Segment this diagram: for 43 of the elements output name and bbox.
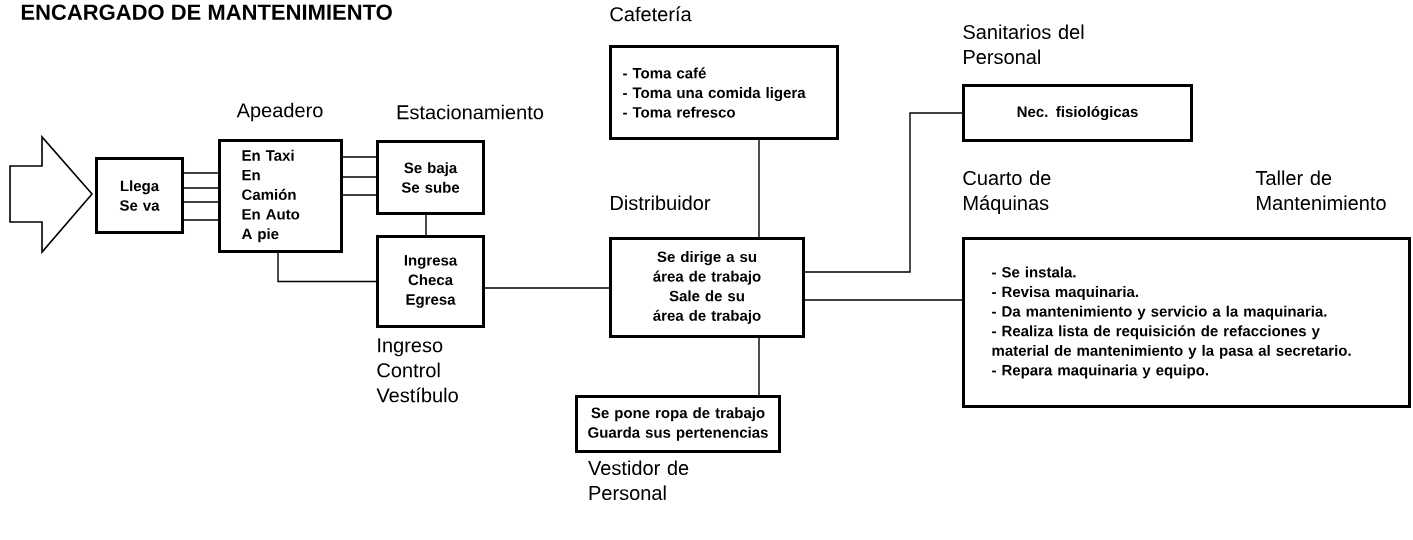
activity-box: Se baja Se sube [376, 140, 485, 215]
connector-line [183, 187, 219, 189]
block-arrow [9, 134, 94, 255]
activity-box: - Toma café - Toma una comida ligera - Toma refresco [609, 45, 839, 140]
node-label: - Revisa maquinaria. [992, 286, 1139, 301]
connector-line [758, 337, 760, 396]
room-label: Vestidor de Personal [588, 460, 689, 501]
activity-box: Llega Se va [95, 157, 184, 234]
activity-box: Nec. fisiológicas [962, 84, 1193, 142]
room-label: Sanitarios del Personal [963, 24, 1084, 65]
node-label: - Da mantenimiento y servicio a la maquinaria. [992, 305, 1327, 320]
activity-box: En Taxi En Camión En Auto A pie [218, 139, 343, 253]
room-label: Estacionamiento [397, 104, 544, 120]
room-label: Cafetería [610, 6, 692, 22]
activity-box: - Se instala. - Revisa maquinaria. - Da mantenimiento y servicio a la maquinaria. - Realiza lista de requisición de refacciones y material de mantenimiento y la pasa al secretario. - Repara maquinaria y equipo. [962, 237, 1411, 408]
node-label: - Realiza lista de requisición de refacciones y material de mantenimiento y la pasa al secretario. [992, 325, 1351, 359]
room-label: Ingreso Control Vestíbulo [376, 338, 458, 403]
node-label: A pie [241, 228, 279, 243]
connector-line [342, 176, 377, 178]
connector-line [277, 252, 377, 283]
node-label: - Se instala. [992, 266, 1076, 278]
room-label: Cuarto de Máquinas [963, 170, 1051, 214]
activity-box: Se dirige a su área de trabajo Sale de su área de trabajo [609, 237, 805, 338]
connector-line [342, 194, 377, 196]
room-label: Apeadero [236, 102, 323, 122]
connector-line [804, 299, 963, 301]
connector-line [425, 214, 427, 236]
connector-line [758, 139, 760, 238]
connector-line [183, 172, 219, 174]
activity-box: Se pone ropa de trabajo Guarda sus pertenencias [575, 395, 781, 453]
activity-box: Ingresa Checa Egresa [376, 235, 485, 328]
node-label: En Auto [242, 209, 300, 220]
node-label: En Taxi [242, 149, 294, 161]
page-title: ENCARGADO DE MANTENIMIENTO [21, 4, 392, 20]
room-label: Taller de Mantenimiento [1255, 170, 1386, 211]
room-label: Distribuidor [611, 195, 711, 211]
connector-line [484, 287, 610, 289]
node-label: - Repara maquinaria y equipo. [992, 364, 1209, 379]
connector-line [804, 112, 963, 273]
connector-line [183, 219, 219, 221]
connector-line [183, 201, 219, 203]
connector-line [342, 156, 377, 158]
node-label: En Camión [242, 169, 296, 201]
